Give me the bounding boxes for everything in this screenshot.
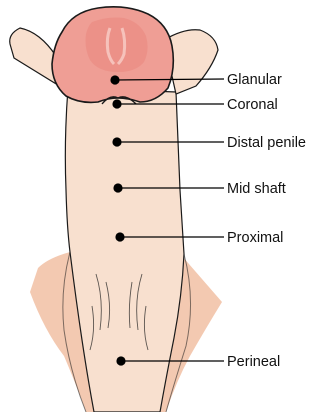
label-distal-penile: Distal penile <box>227 135 306 151</box>
marker-dot-distal-penile <box>112 137 121 146</box>
marker-dot-coronal <box>112 99 121 108</box>
marker-dot-proximal <box>115 232 124 241</box>
label-coronal: Coronal <box>227 97 278 113</box>
glans-inner <box>86 18 148 73</box>
label-glanular: Glanular <box>227 72 282 88</box>
label-perineal: Perineal <box>227 354 280 370</box>
label-proximal: Proximal <box>227 230 283 246</box>
marker-dot-mid-shaft <box>113 183 122 192</box>
marker-dot-glanular <box>110 75 119 84</box>
label-mid-shaft: Mid shaft <box>227 181 286 197</box>
marker-dot-perineal <box>116 356 125 365</box>
